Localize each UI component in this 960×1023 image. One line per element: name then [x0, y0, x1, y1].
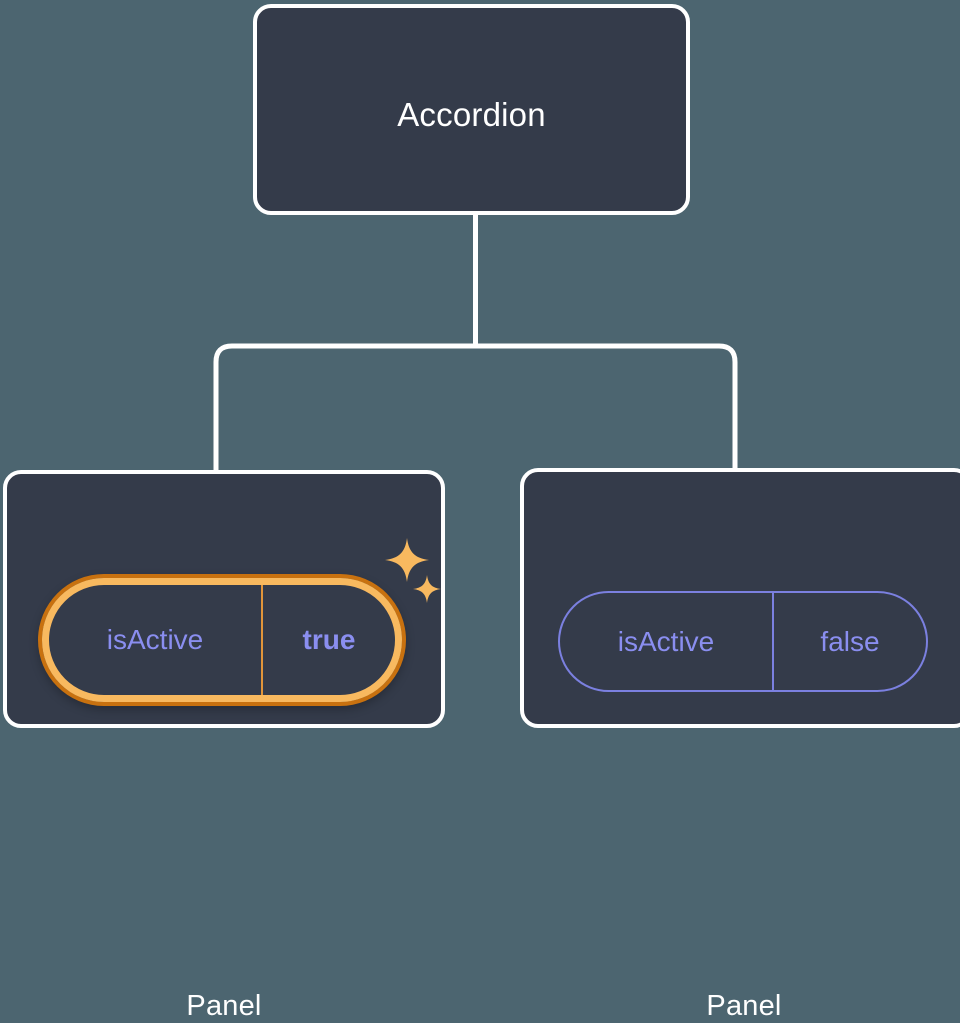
prop-pill-isactive-false[interactable]: isActive false [558, 591, 928, 692]
prop-key-label: isActive [617, 625, 715, 657]
connector-branch-right [475, 343, 738, 470]
prop-value-label: false [820, 625, 880, 657]
prop-pill-isactive-true[interactable]: isActive true [42, 578, 402, 702]
component-tree-diagram: Accordion Panel isActive true Panel isAc… [3, 4, 960, 1022]
node-panel-active-title: Panel [186, 990, 262, 1022]
prop-pill-divider [772, 593, 774, 690]
prop-key-label: isActive [106, 624, 204, 655]
prop-value-label: true [302, 624, 356, 655]
connector-branch-left [213, 343, 476, 472]
node-accordion[interactable]: Accordion [253, 4, 690, 215]
prop-pill-divider [261, 585, 263, 695]
node-panel-inactive-title: Panel [706, 990, 782, 1022]
node-accordion-title: Accordion [397, 96, 546, 133]
